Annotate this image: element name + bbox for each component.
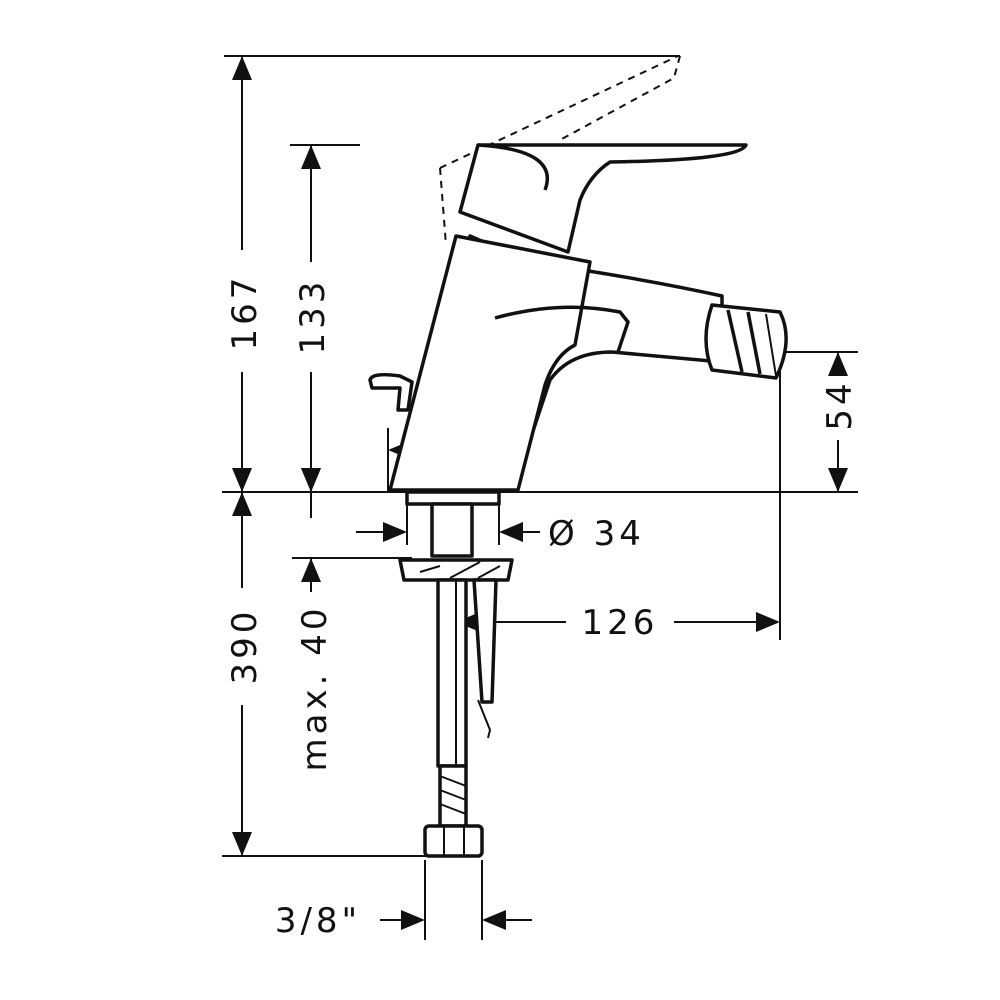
arrow-icon xyxy=(232,56,252,80)
connection-nut xyxy=(423,824,484,858)
dimension-deck-thickness: max. 40 xyxy=(295,468,335,771)
arrow-icon xyxy=(456,612,480,632)
base-plate xyxy=(405,490,501,506)
dim-hose-length-label: 390 xyxy=(225,608,265,685)
popup-linkage xyxy=(472,578,498,704)
dimension-connection-thread: 3/8" xyxy=(275,901,532,941)
dimension-spout-reach: 126 xyxy=(456,603,780,643)
dimension-total-height: 167 xyxy=(225,56,265,492)
faucet xyxy=(368,55,788,858)
dimension-hose-length: 390 xyxy=(225,492,265,856)
supply-hose xyxy=(436,578,468,768)
dimension-base-diameter: Ø 34 xyxy=(356,514,645,554)
spout-detail xyxy=(494,305,630,353)
dim-deck-thickness-label: max. 40 xyxy=(295,605,335,772)
faucet-body xyxy=(388,234,592,492)
lever-handle xyxy=(458,143,748,254)
dim-base-diameter-label: Ø 34 xyxy=(548,514,645,554)
arrow-icon xyxy=(232,468,252,492)
arrow-icon xyxy=(383,522,407,542)
aerator xyxy=(704,303,788,380)
arrow-icon xyxy=(401,910,425,930)
dim-lever-height-label: 133 xyxy=(293,278,333,355)
dim-total-height-label: 167 xyxy=(225,274,265,351)
arrow-icon xyxy=(828,468,848,492)
lever-detail xyxy=(477,143,549,191)
arrow-icon xyxy=(301,558,321,582)
arrow-icon xyxy=(301,145,321,169)
arrow-icon xyxy=(756,612,780,632)
dimension-lever-height: 133 xyxy=(293,145,333,492)
dimension-spout-height: 54 xyxy=(820,352,860,492)
arrow-icon xyxy=(828,352,848,376)
arrow-icon xyxy=(499,522,523,542)
popup-rod xyxy=(368,372,414,412)
arrow-icon xyxy=(232,492,252,516)
dim-connection-thread-label: 3/8" xyxy=(275,901,361,941)
dim-spout-height-label: 54 xyxy=(820,379,860,430)
extension-lines xyxy=(222,55,858,940)
arrow-icon xyxy=(301,468,321,492)
arrow-icon xyxy=(482,910,506,930)
mounting-shank xyxy=(430,502,474,558)
arrow-icon xyxy=(232,832,252,856)
lock-nut xyxy=(398,558,514,582)
dim-spout-reach-label: 126 xyxy=(582,603,659,643)
